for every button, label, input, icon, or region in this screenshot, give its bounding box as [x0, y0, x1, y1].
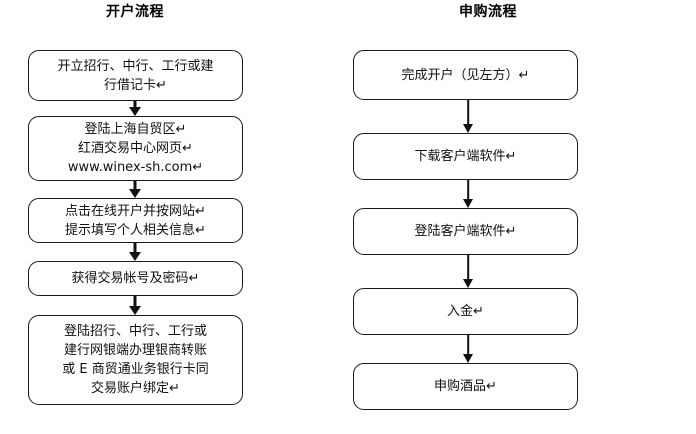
column-title-account-opening: 开户流程: [106, 4, 164, 20]
flow-node-label: 开立招行、中行、工行或建 行借记卡↵: [57, 58, 214, 93]
flow-node-label: 申购酒品↵: [434, 379, 497, 394]
flow-node-right-step-2[interactable]: 下载客户端软件↵: [353, 133, 578, 180]
flow-node-label: 点击在线开户并按网站↵ 提示填写个人相关信息↵: [65, 203, 206, 238]
flow-node-label: 入金↵: [447, 304, 484, 319]
flow-node-label: 登陆招行、中行、工行或 建行网银端办理银商转账 或 E 商贸通业务银行卡同 交易…: [62, 324, 209, 396]
flow-node-label: 登陆上海自贸区↵ 红酒交易中心网页↵ www.winex-sh.com↵: [67, 122, 204, 175]
flow-node-right-step-4[interactable]: 入金↵: [353, 288, 578, 335]
flow-node-right-step-3[interactable]: 登陆客户端软件↵: [353, 208, 578, 255]
flow-node-left-step-3[interactable]: 点击在线开户并按网站↵ 提示填写个人相关信息↵: [28, 198, 243, 243]
flow-node-label: 下载客户端软件↵: [414, 149, 517, 164]
flow-node-label: 完成开户（见左方）↵: [401, 67, 530, 83]
flow-node-label: 登陆客户端软件↵: [414, 224, 517, 239]
flow-column-account-opening: 开户流程 开立招行、中行、工行或建 行借记卡↵ 登陆上海自贸区↵ 红酒交易中心网…: [28, 4, 243, 405]
column-title-subscription: 申购流程: [459, 4, 517, 20]
flow-node-left-step-1[interactable]: 开立招行、中行、工行或建 行借记卡↵: [28, 50, 243, 101]
flow-node-label: 获得交易帐号及密码↵: [71, 271, 200, 286]
flow-node-right-step-5[interactable]: 申购酒品↵: [353, 363, 578, 410]
flow-node-right-step-1[interactable]: 完成开户（见左方）↵: [353, 50, 578, 100]
flow-node-left-step-4[interactable]: 获得交易帐号及密码↵: [28, 261, 243, 296]
flow-column-subscription: 申购流程 完成开户（见左方）↵ 下载客户端软件↵ 登陆客户端软件↵ 入金↵: [348, 0, 696, 434]
flow-node-left-step-2[interactable]: 登陆上海自贸区↵ 红酒交易中心网页↵ www.winex-sh.com↵: [28, 116, 243, 181]
flow-node-left-step-5[interactable]: 登陆招行、中行、工行或 建行网银端办理银商转账 或 E 商贸通业务银行卡同 交易…: [28, 315, 243, 405]
